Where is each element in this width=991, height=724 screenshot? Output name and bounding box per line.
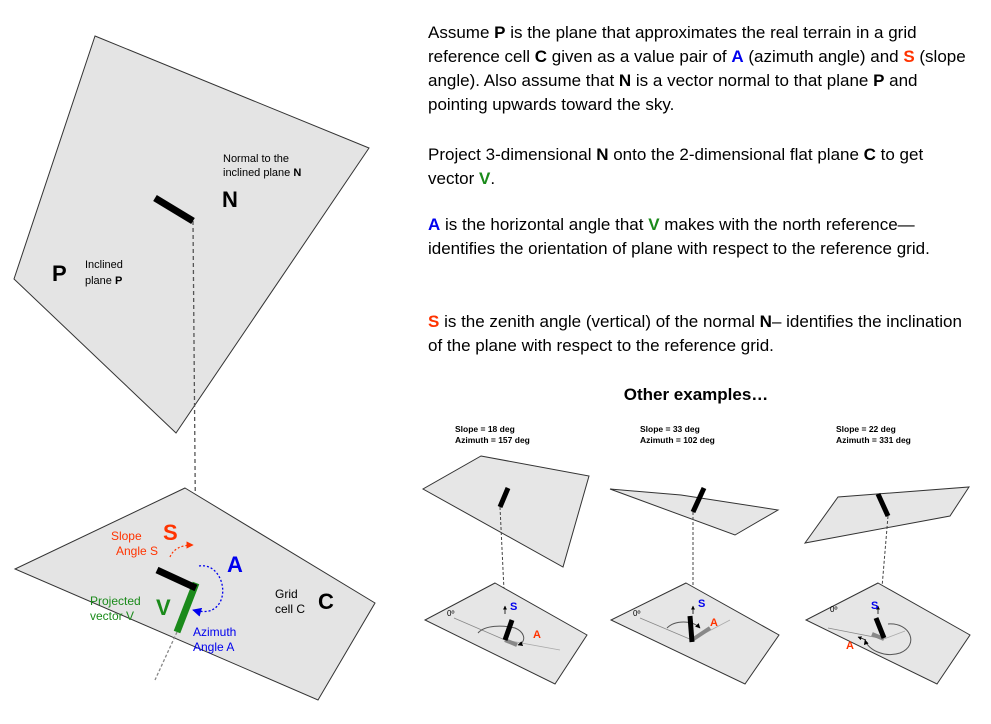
examples-title: Other examples… <box>624 385 769 404</box>
example-3-normal <box>875 492 891 518</box>
plane-p-label: Inclined plane P <box>85 259 126 287</box>
inclined-plane-p <box>13 35 370 434</box>
azimuth-letter: A <box>227 552 243 577</box>
example-3-projection <box>879 515 889 612</box>
example-3-zero: 0º <box>830 605 837 614</box>
example-1-normal-base <box>502 619 515 641</box>
grid-cell-letter: C <box>318 589 334 614</box>
example-1-azimuth: Azimuth = 157 deg <box>455 435 530 445</box>
azimuth-label: Azimuth Angle A <box>193 625 240 654</box>
example-2-azimuth: Azimuth = 102 deg <box>640 435 715 445</box>
example-1-normal <box>497 487 511 508</box>
example-1-a: A <box>533 629 541 641</box>
paragraph-2: Project 3-dimensional N onto the 2-dimen… <box>428 145 924 188</box>
vector-v-extension <box>154 631 178 681</box>
example-1-slope: Slope = 18 deg <box>455 424 515 434</box>
example-3-s: S <box>871 600 878 612</box>
example-2-normal-base <box>687 615 695 643</box>
example-2-ref <box>639 617 693 641</box>
plane-p-letter: P <box>52 261 67 286</box>
example-2-zero: 0º <box>633 609 640 618</box>
example-3-ref2 <box>883 630 906 640</box>
normal-label: Normal to the inclined plane N <box>223 153 301 179</box>
example-2-normal <box>690 486 707 514</box>
normal-vector-base <box>155 566 198 592</box>
projected-vector-v <box>173 581 200 634</box>
example-1-ref <box>453 617 506 641</box>
example-2-a: A <box>710 617 718 629</box>
example-2: Slope = 33 deg Azimuth = 102 deg 0º S A <box>609 424 780 685</box>
example-3-a: A <box>846 640 854 652</box>
example-3-normal-base <box>873 617 887 639</box>
example-3-arc <box>863 623 912 655</box>
paragraph-3: A is the horizontal angle that V makes w… <box>428 215 930 258</box>
example-1-arc <box>477 625 525 646</box>
vector-letter: V <box>156 595 171 620</box>
paragraph-4: S is the zenith angle (vertical) of the … <box>428 312 962 355</box>
example-1-plane <box>421 455 590 568</box>
vector-label: Projected vector V <box>90 594 144 623</box>
normal-letter: N <box>222 187 238 212</box>
example-1-s: S <box>510 601 517 613</box>
example-1-zero: 0º <box>447 609 454 618</box>
example-2-arc <box>666 621 701 629</box>
example-2-slope: Slope = 33 deg <box>640 424 700 434</box>
grid-cell-label: Grid cell C <box>275 587 305 616</box>
example-1: Slope = 18 deg Azimuth = 157 deg 0º S A <box>421 424 590 685</box>
slope-label: Slope Angle S <box>111 529 158 558</box>
slope-letter: S <box>163 520 178 545</box>
example-3: Slope = 22 deg Azimuth = 331 deg 0º S A <box>803 424 971 685</box>
azimuth-angle-arc <box>192 565 224 617</box>
example-3-grid <box>804 582 971 685</box>
example-1-proj-v <box>504 638 518 647</box>
example-2-grid <box>609 582 780 685</box>
example-3-azimuth: Azimuth = 331 deg <box>836 435 911 445</box>
example-2-proj-v <box>690 626 712 642</box>
example-3-slope: Slope = 22 deg <box>836 424 896 434</box>
example-2-s: S <box>698 598 705 610</box>
normal-vector-n <box>153 195 195 224</box>
slope-angle-arc <box>169 541 194 558</box>
paragraph-1: Assume P is the plane that approximates … <box>428 23 966 114</box>
example-3-a-arrow <box>857 636 867 641</box>
